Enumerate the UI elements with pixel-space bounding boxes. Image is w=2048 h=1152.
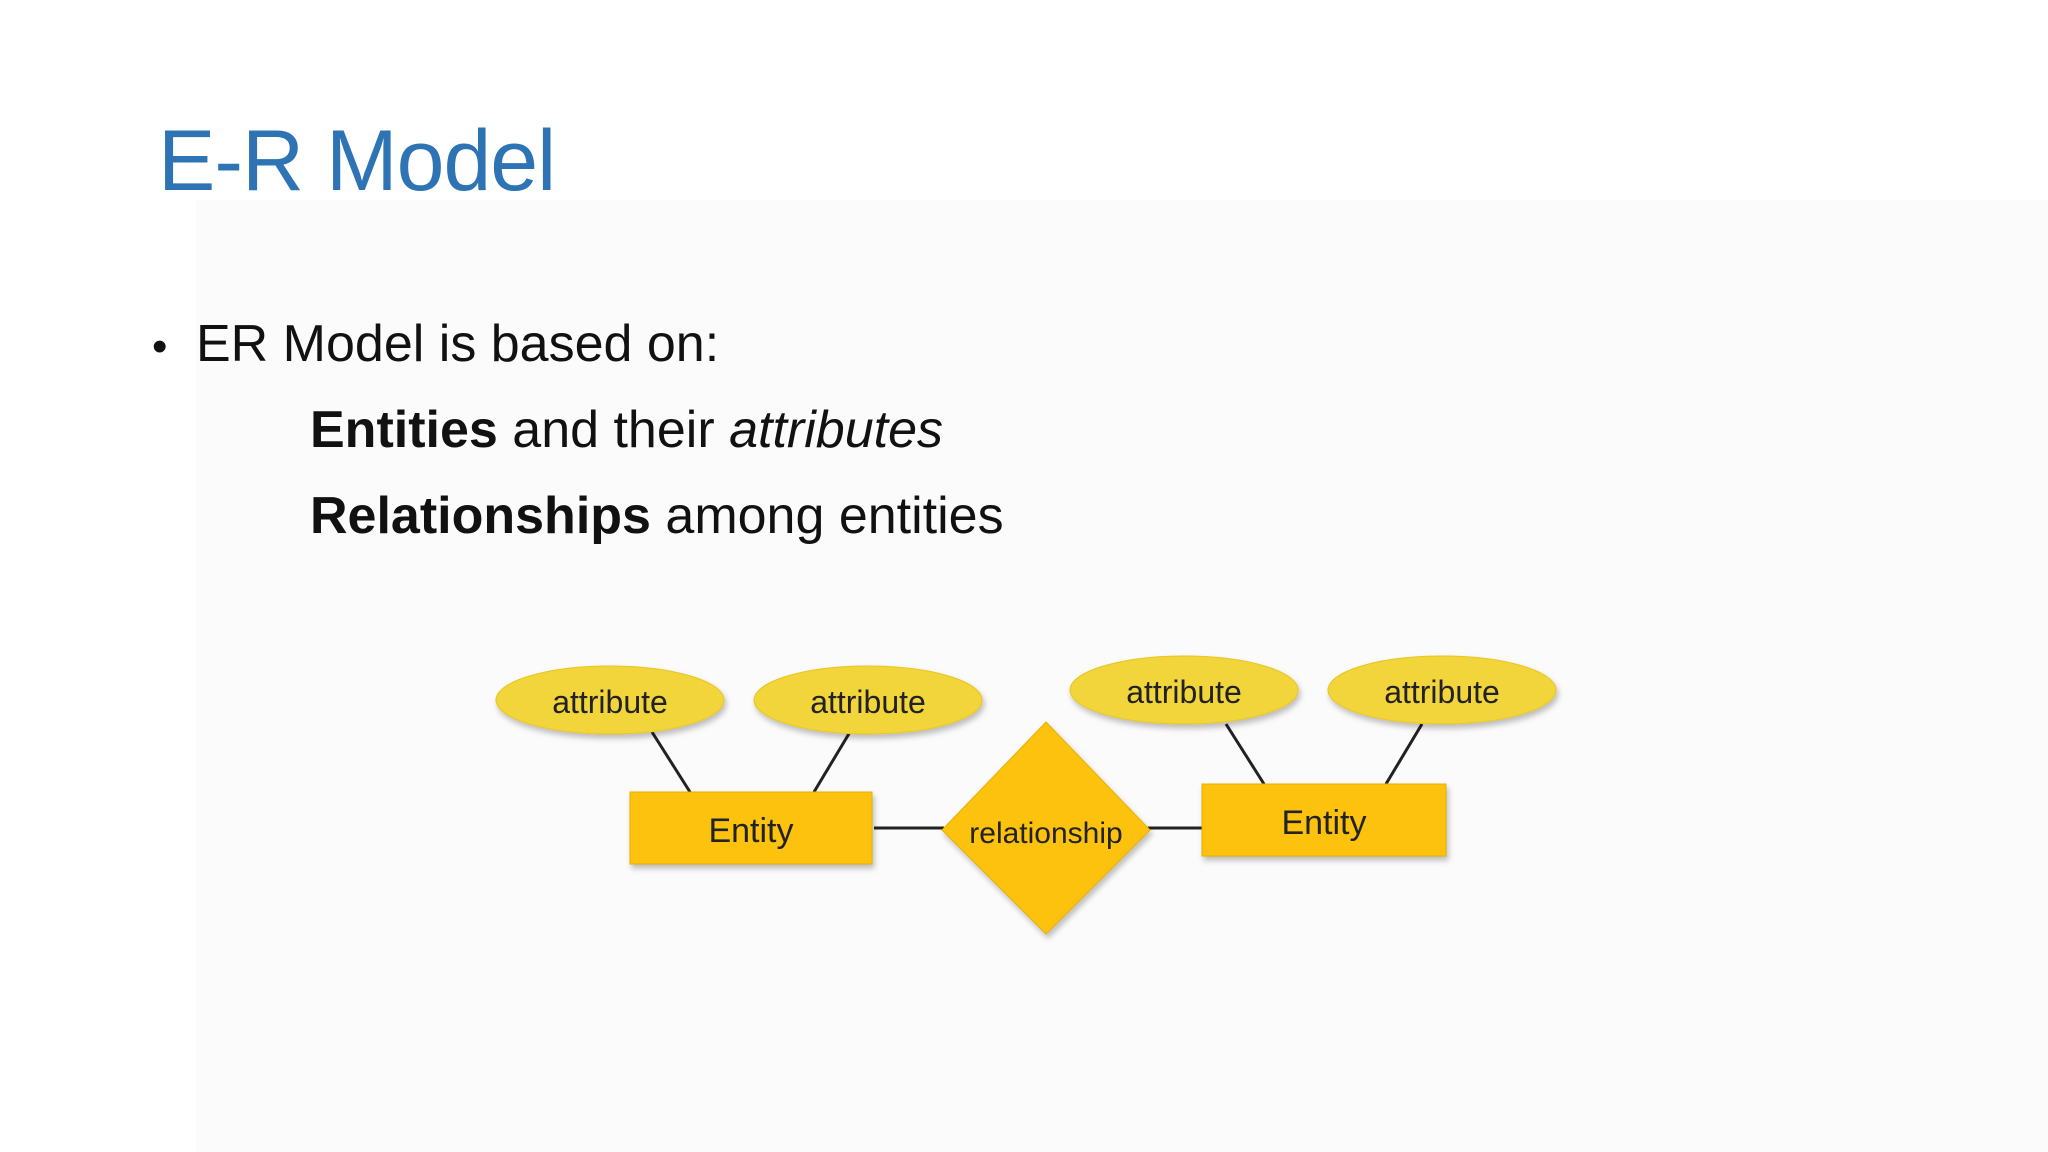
connector-line: [1384, 723, 1424, 785]
bullet-item: • ER Model is based on:: [152, 318, 719, 370]
sub-line-relationships: Relationships among entities: [310, 490, 1004, 542]
bullet-marker: •: [152, 322, 168, 371]
attribute-label: attribute: [810, 684, 926, 720]
sub-line-entities: Entities and their attributes: [310, 404, 943, 456]
bullet-text: ER Model is based on:: [196, 315, 720, 373]
attribute-node: [1327, 655, 1557, 725]
connector-lines: [650, 723, 1424, 830]
sub-line-relationships-normal: among entities: [650, 487, 1004, 545]
attribute-label: attribute: [1384, 674, 1500, 710]
sub-line-entities-italic: attributes: [729, 401, 943, 459]
attribute-node: [753, 665, 983, 735]
entity-node: [1201, 783, 1447, 857]
connector-line: [650, 731, 692, 793]
relationship-node: [941, 721, 1151, 935]
sub-line-entities-normal: and their: [497, 401, 730, 459]
attribute-label: attribute: [552, 684, 668, 720]
connector-line: [1224, 723, 1266, 785]
entity-label: Entity: [1281, 804, 1366, 842]
connector-line: [812, 731, 852, 793]
slide-title: E-R Model: [158, 113, 556, 209]
sub-line-entities-bold: Entities: [310, 401, 498, 459]
attribute-label: attribute: [1126, 674, 1242, 710]
sub-line-relationships-bold: Relationships: [310, 487, 651, 545]
entity-label: Entity: [708, 812, 793, 850]
relationship-label: relationship: [969, 817, 1122, 850]
entity-node: [629, 791, 873, 865]
attribute-node: [495, 665, 725, 735]
attribute-node: [1069, 655, 1299, 725]
